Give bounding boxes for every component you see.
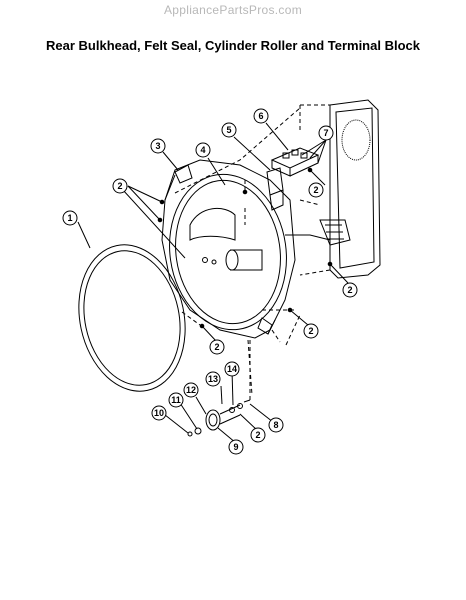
callout-label: 3 <box>155 141 160 151</box>
callout-1: 1 <box>62 210 78 226</box>
callout-label: 2 <box>347 285 352 295</box>
callout-label: 2 <box>255 430 260 440</box>
callout-6: 6 <box>253 108 269 124</box>
callout-2-lower-left: 2 <box>209 339 225 355</box>
callout-leaders <box>77 122 349 444</box>
callout-13: 13 <box>205 371 221 387</box>
callout-label: 7 <box>323 128 328 138</box>
callout-label: 14 <box>227 364 237 374</box>
callout-7: 7 <box>318 125 334 141</box>
callout-11: 11 <box>168 392 184 408</box>
site-watermark: AppliancePartsPros.com <box>164 3 302 17</box>
diagram-title: Rear Bulkhead, Felt Seal, Cylinder Rolle… <box>46 38 420 53</box>
callout-label: 2 <box>308 326 313 336</box>
callout-3: 3 <box>150 138 166 154</box>
callout-4: 4 <box>195 142 211 158</box>
callout-label: 2 <box>214 342 219 352</box>
callout-2-left: 2 <box>112 178 128 194</box>
callout-5: 5 <box>221 122 237 138</box>
screws <box>157 167 333 329</box>
callout-label: 6 <box>258 111 263 121</box>
callout-label: 10 <box>154 408 164 418</box>
rear-bulkhead <box>161 159 331 339</box>
callout-2-terminal: 2 <box>308 182 324 198</box>
callout-label: 2 <box>313 185 318 195</box>
callout-label: 8 <box>273 420 278 430</box>
callout-label: 4 <box>200 145 205 155</box>
callout-label: 1 <box>67 213 72 223</box>
callout-2-lower-right: 2 <box>303 323 319 339</box>
cabinet-rear-panel <box>299 99 381 279</box>
callout-label: 2 <box>117 181 122 191</box>
callout-8: 8 <box>268 417 284 433</box>
cylinder-roller-assembly <box>187 399 251 437</box>
terminal-block <box>270 147 320 177</box>
callout-2-roller: 2 <box>250 427 266 443</box>
callout-label: 12 <box>186 385 196 395</box>
callout-9: 9 <box>228 439 244 455</box>
callout-label: 13 <box>208 374 218 384</box>
assembly-guide-lines <box>174 107 321 400</box>
callout-2-cabinet: 2 <box>342 282 358 298</box>
callout-12: 12 <box>183 382 199 398</box>
callout-label: 5 <box>226 125 231 135</box>
callout-10: 10 <box>151 405 167 421</box>
terminal-bracket <box>266 167 284 211</box>
callout-14: 14 <box>224 361 240 377</box>
callout-label: 11 <box>171 395 181 405</box>
callout-label: 9 <box>233 442 238 452</box>
felt-seal <box>78 244 186 392</box>
